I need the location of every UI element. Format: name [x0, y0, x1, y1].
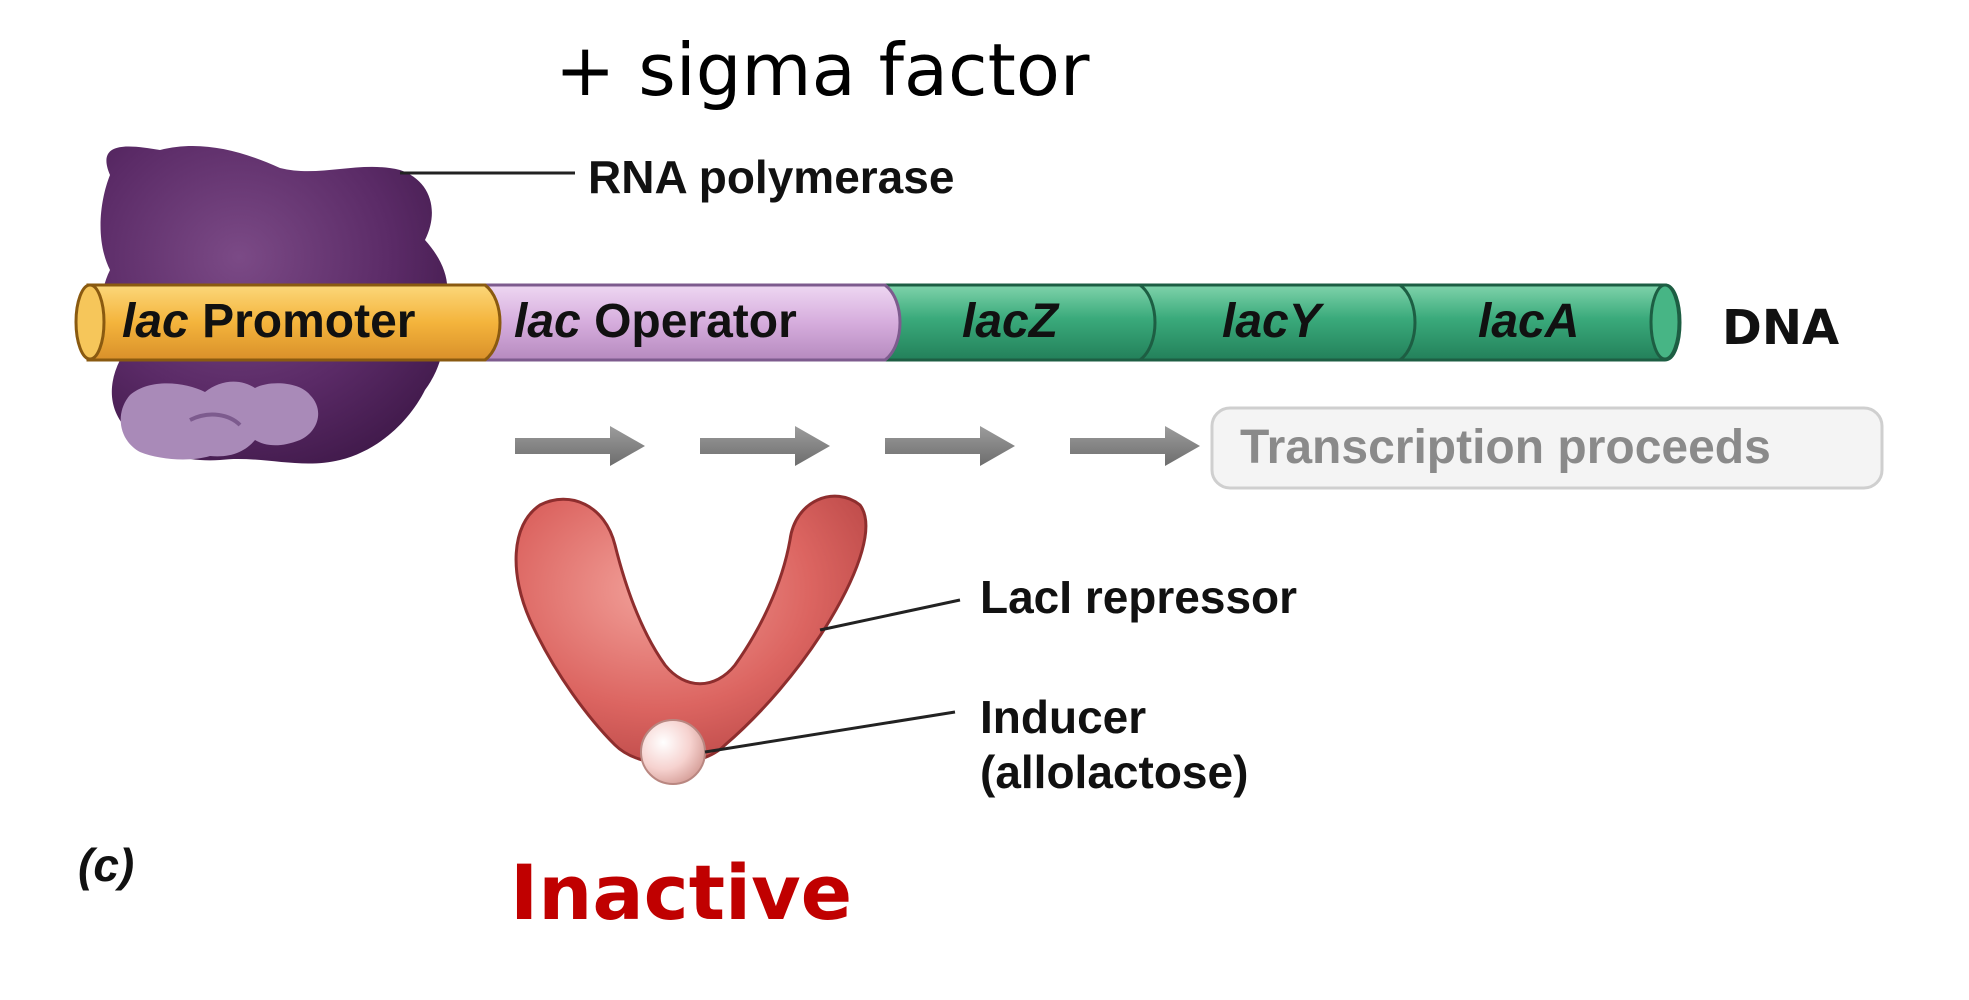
lac-operator-italic: lac — [514, 295, 581, 348]
transcription-proceeds-label: Transcription proceeds — [1240, 421, 1771, 474]
lacy-text: lacY — [1222, 295, 1321, 348]
sigma-factor-shape — [120, 381, 319, 460]
lac-promoter-text: Promoter — [188, 295, 416, 348]
sigma-factor-detail — [189, 412, 242, 427]
transcription-box — [1210, 406, 1884, 490]
divider-lacz-lacy — [1139, 283, 1157, 362]
inducer-sphere — [640, 719, 706, 785]
arrow-4 — [1070, 426, 1200, 466]
inducer-leader-line — [704, 710, 956, 754]
inactive-status-label: Inactive — [510, 848, 853, 937]
laca-text: lacA — [1478, 295, 1580, 348]
lac-promoter-italic: lac — [122, 295, 189, 348]
rna-polymerase-label: RNA polymerase — [588, 151, 955, 203]
divider-lacy-laca — [1399, 283, 1417, 362]
laca-label: lacA — [1478, 294, 1579, 349]
lac-operator-text: Operator — [580, 295, 797, 348]
arrow-2 — [700, 426, 830, 466]
arrow-1 — [515, 426, 645, 466]
inducer-label: Inducer — [980, 691, 1147, 743]
lacz-label: lacZ — [962, 294, 1058, 349]
lacz-text: lacZ — [962, 295, 1059, 348]
dna-operator-region — [483, 283, 902, 362]
laci-repressor-label: LacI repressor — [980, 571, 1298, 623]
dna-cylinder — [74, 283, 1682, 362]
laci-repressor-shape — [514, 494, 868, 766]
lacy-label: lacY — [1222, 294, 1321, 349]
arrow-3 — [885, 426, 1015, 466]
dna-start-cap — [74, 283, 106, 361]
dna-label: DNA — [1722, 300, 1840, 356]
allolactose-label: (allolactose) — [980, 746, 1249, 798]
transcription-arrows — [515, 426, 1200, 466]
lac-promoter-label: lac Promoter — [122, 294, 415, 349]
dna-promoter-region — [86, 283, 502, 362]
repressor-leader-line — [819, 598, 961, 632]
dna-end-cap — [1649, 283, 1681, 361]
panel-label: (c) — [78, 839, 135, 891]
lac-operator-label: lac Operator — [514, 294, 797, 349]
sigma-factor-title: + sigma factor — [555, 28, 1090, 112]
